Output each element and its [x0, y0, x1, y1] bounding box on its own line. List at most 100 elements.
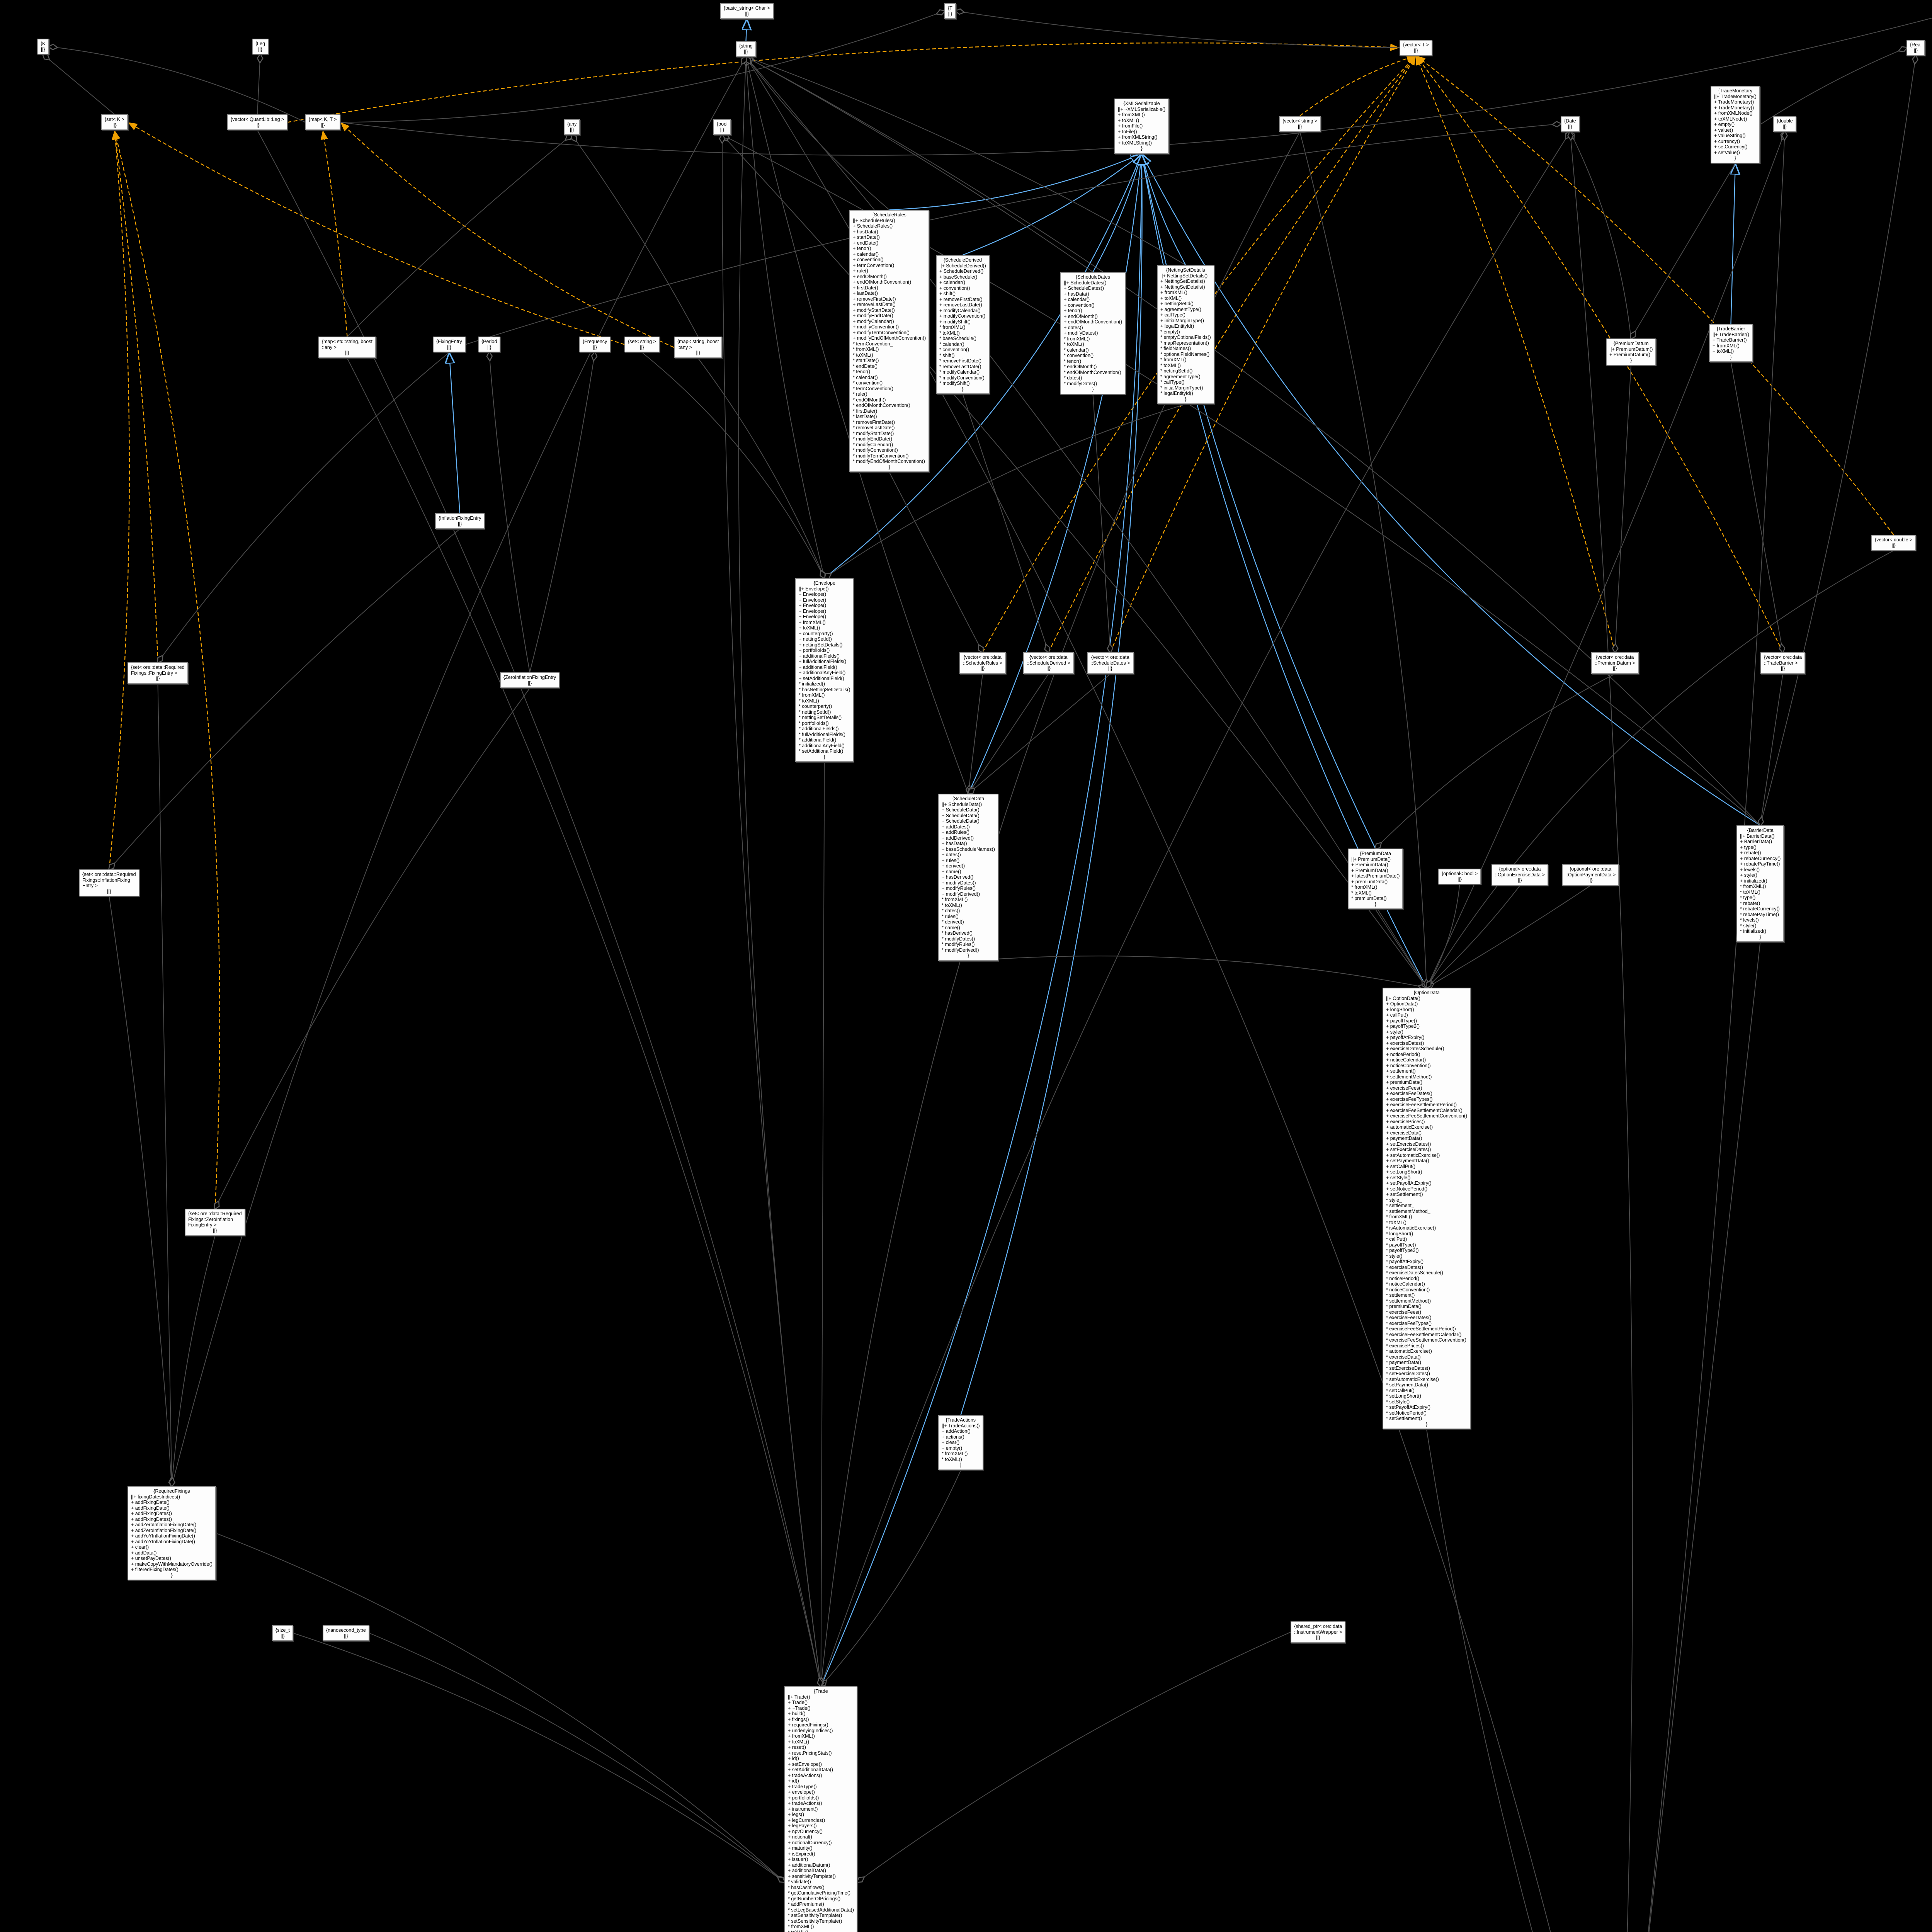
class-node-vectorQlLeg[interactable]: {vector< QuantLib::Leg >||}: [227, 114, 288, 130]
class-node-nanosecond[interactable]: {nanosecond_type||}: [323, 1625, 369, 1641]
class-node-period[interactable]: {Period||}: [478, 337, 501, 352]
class-node-nettingSet[interactable]: {NettingSetDetails||+ NettingSetDetails(…: [1157, 265, 1214, 404]
class-member-line: + agreementType(): [1160, 306, 1201, 312]
class-node-sizeT[interactable]: {size_t||}: [272, 1625, 293, 1641]
class-node-date[interactable]: {Date||}: [1561, 116, 1580, 132]
edge-leftSet2-inflationFixingEntry: [109, 529, 460, 869]
class-member-line: + longShort(): [1386, 1007, 1414, 1012]
edge-setString-setK: [128, 122, 625, 345]
edge-fxTouchOption-barrierData: [1648, 942, 1761, 1932]
class-node-real[interactable]: {Real||}: [1906, 40, 1925, 56]
class-member-line: ||}: [345, 350, 349, 355]
class-node-double[interactable]: {double||}: [1773, 116, 1796, 132]
class-node-mapKT[interactable]: {map< K, T >||}: [305, 114, 340, 130]
class-node-tradeBarrier[interactable]: {TradeBarrier||+ TradeBarrier()+ TradeBa…: [1709, 324, 1753, 362]
class-member-line: ||+ PremiumData(): [1351, 856, 1391, 862]
class-node-xmlSer[interactable]: {XMLSerializable||+ ~XMLSerializable()+ …: [1114, 99, 1169, 154]
class-node-optionalExercise[interactable]: {optional< ore::data::OptionExerciseData…: [1492, 864, 1548, 886]
class-member-line: + addFixingDate(): [131, 1500, 170, 1505]
class-node-T[interactable]: {T||}: [944, 3, 956, 19]
class-member-line: * removeFirstDate(): [939, 358, 982, 364]
class-member-line: ||}: [1458, 876, 1462, 882]
class-node-scheduleDates[interactable]: {ScheduleDates||+ ScheduleDates()+ Sched…: [1060, 272, 1126, 395]
class-member-line: ||}: [1781, 666, 1785, 671]
class-member-line: * calendar(): [1064, 347, 1089, 353]
class-node-vecTradeBarrier[interactable]: {vector< ore::data::TradeBarrier >||}: [1760, 652, 1806, 674]
class-member-line: + rule(): [853, 268, 868, 274]
class-node-envelope[interactable]: {Envelope||+ Envelope()+ Envelope()+ Env…: [795, 578, 854, 762]
edge-string-nettingSet: [746, 57, 1186, 265]
class-node-optionalBool[interactable]: {optional< bool >||}: [1438, 869, 1481, 884]
class-node-mapStrAny[interactable]: {map< string, boost::any >||}: [674, 337, 723, 358]
class-node-fixingEntry[interactable]: {FixingEntry||}: [433, 337, 466, 352]
class-member-line: * endOfMonth(): [853, 397, 886, 403]
class-node-barrierData[interactable]: {BarrierData||+ BarrierData()+ BarrierDa…: [1736, 825, 1784, 942]
class-node-k[interactable]: {K||}: [37, 39, 49, 54]
class-member-line: * noticeCalendar(): [1386, 1281, 1425, 1287]
class-node-scheduleDerived[interactable]: {ScheduleDerived||+ ScheduleDerived()+ S…: [936, 255, 990, 394]
class-node-premiumDatum[interactable]: {PremiumDatum||+ PremiumDatum()+ Premium…: [1606, 338, 1656, 366]
class-member-line: * convention(): [1064, 353, 1094, 358]
class-node-tradeActions[interactable]: {TradeActions||+ TradeActions()+ addActi…: [938, 1415, 983, 1470]
class-node-vectorT[interactable]: {vector< T >||}: [1400, 40, 1432, 56]
class-member-line: * dates(): [942, 908, 960, 913]
edge-string-scheduleRules: [746, 57, 890, 210]
class-member-line: {vector< QuantLib::Leg >: [231, 117, 284, 122]
class-member-line: * getCumulativePricingTime(): [788, 1890, 851, 1896]
class-node-vecSchedDerived[interactable]: {vector< ore::data::ScheduleDerived >||}: [1023, 652, 1074, 674]
class-member-line: + tradeActions(): [788, 1801, 822, 1806]
class-node-vecSchedRules[interactable]: {vector< ore::data::ScheduleRules >||}: [959, 652, 1006, 674]
edge-period-zeroInflationFixingEntry: [489, 352, 530, 673]
class-member-line: * setLongShort(): [1386, 1393, 1422, 1399]
edge-barrierData-xmlSer: [1142, 154, 1761, 826]
class-node-sharedPtr[interactable]: {shared_ptr< ore::data::InstrumentWrappe…: [1291, 1621, 1346, 1643]
class-member-line: + calendar(): [1064, 297, 1090, 302]
class-node-inflationFixingEntry[interactable]: {InflationFixingEntry||}: [435, 513, 485, 529]
class-node-optionData[interactable]: {OptionData||+ OptionData()+ OptionData(…: [1383, 988, 1471, 1429]
class-member-line: Fixings::FixingEntry >: [131, 670, 177, 676]
edge-mapStrAny-mapKT: [340, 122, 674, 348]
class-member-line: + tradeType(): [788, 1784, 817, 1789]
class-node-vectorString[interactable]: {vector< string >||}: [1279, 116, 1321, 132]
class-node-basicString[interactable]: {basic_string< Char >||}: [720, 3, 774, 19]
class-node-setString[interactable]: {set< string >||}: [624, 337, 660, 352]
class-node-requiredFixings[interactable]: {RequiredFixings||+ fixingDatesIndices()…: [128, 1486, 216, 1580]
class-member-line: * setAutomaticExercise(): [1386, 1376, 1439, 1382]
class-node-vecPremiumDatum[interactable]: {vector< ore::data::PremiumDatum >||}: [1591, 652, 1639, 674]
class-member-line: {vector< double >: [1875, 537, 1913, 543]
class-member-line: + envelope(): [788, 1789, 815, 1795]
class-member-line: * fromXML(): [1351, 884, 1378, 890]
class-node-scheduleRules[interactable]: {ScheduleRules||+ ScheduleRules()+ Sched…: [849, 210, 930, 472]
class-node-mapStdAny[interactable]: {map< std::string, boost::any >||}: [318, 337, 376, 358]
class-node-scheduleData[interactable]: {ScheduleData||+ ScheduleData()+ Schedul…: [938, 794, 998, 961]
class-member-line: * toXML(): [788, 1930, 854, 1932]
class-member-line: ||}: [1782, 124, 1787, 129]
class-node-trade[interactable]: {Trade||+ Trade()+ Trade()+ ~Trade()+ bu…: [784, 1686, 857, 1932]
class-member-line: * firstDate(): [853, 408, 878, 414]
class-node-any[interactable]: {any||}: [564, 119, 580, 135]
class-node-setK[interactable]: {set< K >||}: [101, 114, 128, 130]
class-member-line: + hasData(): [853, 229, 878, 235]
class-member-line: {size_t: [276, 1628, 290, 1633]
class-node-bool[interactable]: {bool||}: [713, 119, 731, 135]
class-member-line: * exerciseFeeSettlementConvention(): [1386, 1337, 1466, 1343]
class-member-line: + lastDate(): [853, 291, 878, 296]
class-member-line: + portfolioIds(): [788, 1795, 819, 1801]
class-member-line: * modifyDerived(): [942, 947, 979, 953]
class-node-optionalPayment[interactable]: {optional< ore::data::OptionPaymentData …: [1562, 864, 1619, 886]
class-node-vecSchedDates[interactable]: {vector< ore::data::ScheduleDates >||}: [1087, 652, 1134, 674]
class-member-line: }: [1730, 354, 1732, 360]
class-node-frequency[interactable]: {Frequency||}: [579, 337, 611, 352]
class-node-tradeMonetary[interactable]: {TradeMonetary||+ TradeMonetary()+ Trade…: [1711, 86, 1760, 163]
edge-premiumData-xmlSer: [1142, 154, 1376, 849]
class-node-premiumData[interactable]: {PremiumData||+ PremiumData()+ PremiumDa…: [1348, 849, 1403, 909]
class-node-leg[interactable]: {Leg||}: [252, 39, 269, 54]
class-node-string[interactable]: {string||}: [736, 41, 756, 57]
class-member-line: {optional< ore::data: [1499, 866, 1541, 872]
class-node-zeroInflationFixingEntry[interactable]: {ZeroInflationFixingEntry||}: [500, 672, 560, 688]
class-member-line: + ScheduleDerived(): [939, 269, 984, 274]
class-node-vectorDouble[interactable]: {vector< double >||}: [1871, 535, 1916, 551]
